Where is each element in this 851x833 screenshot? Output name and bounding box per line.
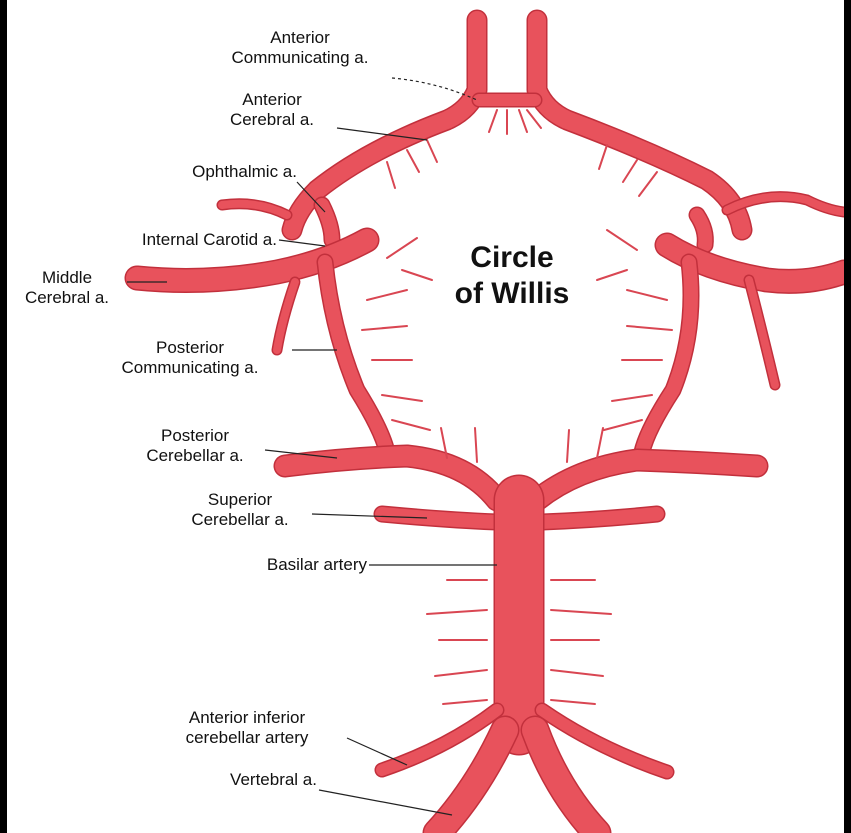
leader-vertebral <box>319 790 452 815</box>
perforating-branch <box>597 270 627 280</box>
perforating-branch <box>551 670 603 676</box>
perforating-branch <box>604 420 642 430</box>
perforating-branch <box>551 610 611 614</box>
label-basilar: Basilar artery <box>207 555 367 575</box>
posterior-cerebral-right <box>537 460 757 500</box>
posterior-cerebral-left <box>285 456 497 500</box>
perforating-branch <box>623 160 637 182</box>
superior-cerebellar-left <box>382 514 497 522</box>
perforating-branch <box>392 420 430 430</box>
leader-internal-carotid <box>279 240 325 246</box>
perforating-branch <box>427 610 487 614</box>
title-line-2: of Willis <box>427 276 597 312</box>
label-vertebral: Vertebral a. <box>177 770 317 790</box>
diagram-canvas: Circle of Willis Anterior Communicating … <box>7 0 844 833</box>
perforating-branch <box>567 430 569 462</box>
perforating-branch <box>627 326 672 330</box>
perforating-branch <box>527 110 541 128</box>
perforating-branch <box>435 670 487 676</box>
perforating-branch <box>443 700 487 704</box>
perforating-branch <box>597 428 603 458</box>
anterior-cerebral-artery-right <box>537 20 742 230</box>
label-middle-cerebral: Middle Cerebral a. <box>7 268 127 308</box>
superior-cerebellar-right <box>542 514 657 522</box>
middle-cerebral-stub-right <box>749 280 775 385</box>
perforating-branch <box>599 145 607 169</box>
perforating-branch <box>607 230 637 250</box>
label-ophthalmic: Ophthalmic a. <box>137 162 297 182</box>
perforating-branch <box>627 290 667 300</box>
label-posterior-cerebellar: Posterior Cerebellar a. <box>125 426 265 466</box>
perforating-branch <box>407 150 419 172</box>
diagram-title: Circle of Willis <box>427 240 597 312</box>
perforating-branch <box>367 290 407 300</box>
perforating-branch <box>382 395 422 401</box>
perforating-branch <box>612 395 652 401</box>
perforating-branch <box>519 110 527 132</box>
label-anterior-cerebral: Anterior Cerebral a. <box>207 90 337 130</box>
perforating-branch <box>387 162 395 188</box>
leader-aica <box>347 738 407 765</box>
label-internal-carotid: Internal Carotid a. <box>57 230 277 250</box>
perforating-branch <box>362 326 407 330</box>
label-posterior-communicating: Posterior Communicating a. <box>85 338 295 378</box>
perforating-branch <box>427 140 437 162</box>
label-superior-cerebellar: Superior Cerebellar a. <box>165 490 315 530</box>
perforating-branch <box>551 700 595 704</box>
perforating-branch <box>475 428 477 462</box>
label-anterior-communicating: Anterior Communicating a. <box>205 28 395 68</box>
posterior-communicating-left <box>325 262 387 452</box>
label-anterior-inferior-cerebellar: Anterior inferior cerebellar artery <box>147 708 347 748</box>
perforating-branch <box>489 110 497 132</box>
title-line-1: Circle <box>427 240 597 276</box>
perforating-branch <box>387 238 417 258</box>
perforating-branch <box>639 172 657 196</box>
artery-illustration <box>7 0 844 833</box>
